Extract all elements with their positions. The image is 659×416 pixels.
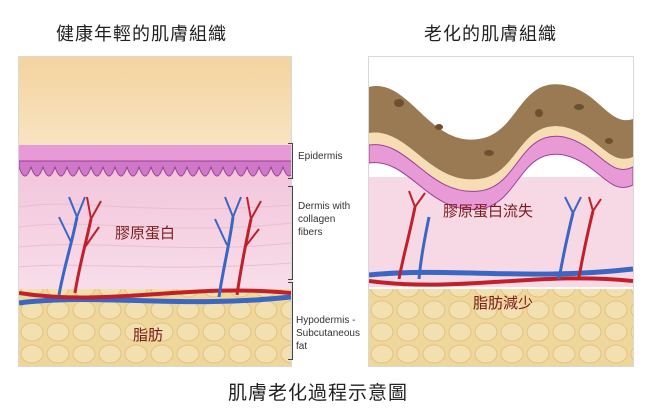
surface-layer (19, 57, 291, 147)
artery-horizontal (19, 288, 291, 300)
aged-skin-illustration (369, 84, 633, 366)
capillary-tree-right (214, 196, 262, 298)
healthy-skin-title: 健康年輕的肌膚組織 (56, 24, 227, 45)
dermis-bracket (288, 186, 293, 280)
aged-crust (369, 84, 633, 180)
collagen-label: 膠原蛋白 (115, 224, 176, 242)
epidermis-bracket (288, 143, 293, 179)
artery-horizontal (369, 276, 633, 287)
dermis-label: Dermis with collagen fibers (298, 201, 351, 238)
vein-horizontal (19, 294, 291, 306)
hypodermis-label: Hypodermis - Subcutaneous fat (296, 315, 360, 352)
aged-skin-title: 老化的肌膚組織 (424, 24, 557, 45)
fat-layer (369, 289, 633, 366)
epidermis-label: Epidermis (298, 151, 343, 162)
caption: 肌膚老化過程示意圖 (228, 382, 409, 404)
capillary-tree-right (557, 196, 602, 280)
capillary-tree-left (57, 196, 102, 296)
surface-wave (369, 126, 633, 192)
epidermis-wave (369, 135, 633, 210)
aged-skin-panel: 膠原蛋白流失 脂肪減少 (368, 56, 634, 367)
healthy-skin-panel: 膠原蛋白 脂肪 (18, 56, 292, 367)
epidermis-ridge (19, 160, 291, 177)
age-spots (394, 99, 613, 156)
fat-label: 脂肪 (133, 326, 164, 344)
capillary-tree-left (397, 190, 431, 280)
collagen-loss-label: 膠原蛋白流失 (443, 202, 534, 220)
healthy-skin-illustration (19, 57, 291, 366)
hypodermis-bracket (288, 282, 293, 360)
fat-reduced-label: 脂肪減少 (473, 294, 534, 312)
